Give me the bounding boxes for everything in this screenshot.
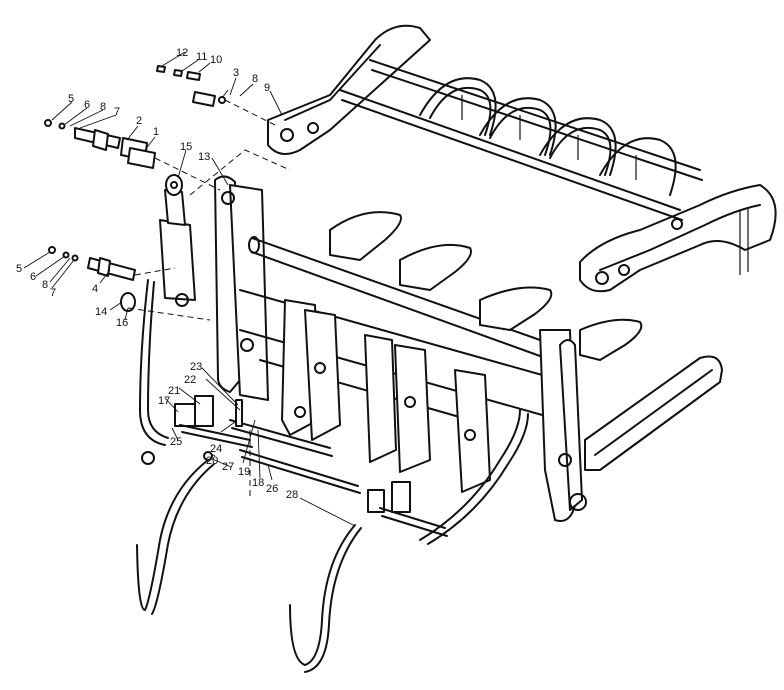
callout-leaders <box>23 51 356 527</box>
callout-5: 5 <box>68 93 74 105</box>
callout-18: 18 <box>252 477 264 489</box>
callout-17: 17 <box>158 395 170 407</box>
callout-10: 10 <box>210 54 222 66</box>
callout-22: 22 <box>184 374 196 386</box>
callout-14: 14 <box>95 306 107 318</box>
assembly-dashed-lines <box>127 99 291 500</box>
callout-25: 25 <box>170 436 182 448</box>
hydraulic-cylinder <box>159 174 196 307</box>
callout-21: 21 <box>168 385 180 397</box>
callout-19: 19 <box>238 466 250 478</box>
callout-15: 15 <box>180 141 192 153</box>
callout-labels: 1 2 3 3 4 5 5 6 6 7 7 8 8 8 9 10 11 12 1… <box>16 47 298 501</box>
callout-8: 8 <box>42 279 48 291</box>
callout-5: 5 <box>16 263 22 275</box>
callout-1: 1 <box>153 126 159 138</box>
callout-16: 16 <box>116 317 128 329</box>
callout-12: 12 <box>176 47 188 59</box>
callout-7: 7 <box>50 287 56 299</box>
valve-assembly <box>141 395 448 537</box>
callout-9: 9 <box>264 82 270 94</box>
fork-tines <box>329 211 723 471</box>
callout-8: 8 <box>100 101 106 113</box>
callout-27: 27 <box>222 461 234 473</box>
callout-11: 11 <box>196 51 207 63</box>
carriage-frame <box>214 175 587 522</box>
callout-26: 26 <box>266 483 278 495</box>
callout-28: 28 <box>286 489 298 501</box>
callout-4: 4 <box>92 283 98 295</box>
top-clamp-arm-frame <box>267 24 777 293</box>
callout-23: 23 <box>190 361 202 373</box>
hydraulic-hoses <box>136 279 529 673</box>
callout-6: 6 <box>30 271 36 283</box>
pins-and-fasteners <box>44 65 226 312</box>
callout-6: 6 <box>84 99 90 111</box>
callout-7: 7 <box>114 106 120 118</box>
callout-13: 13 <box>198 151 210 163</box>
callout-2: 2 <box>136 115 142 127</box>
callout-20: 20 <box>206 455 218 467</box>
callout-8: 8 <box>252 73 258 85</box>
callout-3: 3 <box>233 67 239 79</box>
callout-24: 24 <box>210 443 222 455</box>
